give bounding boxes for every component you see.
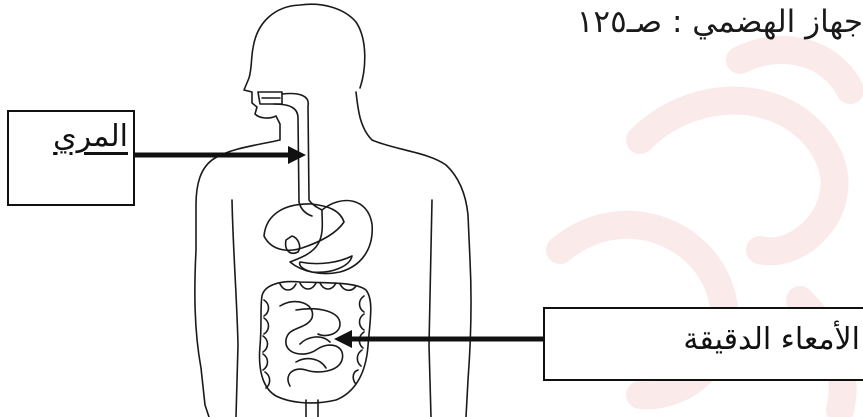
mouth	[258, 92, 282, 104]
body-outline	[195, 4, 471, 417]
small-intestine	[280, 302, 343, 386]
arrow-intestine-icon	[334, 330, 543, 348]
page-title: جهاز الهضمي : صـ١٢٥	[443, 2, 863, 42]
arrow-esophagus-icon	[135, 146, 306, 164]
large-intestine	[260, 282, 371, 403]
esophagus-label: المري	[48, 118, 128, 156]
small-intestine-label: الأمعاء الدقيقة	[600, 321, 860, 359]
